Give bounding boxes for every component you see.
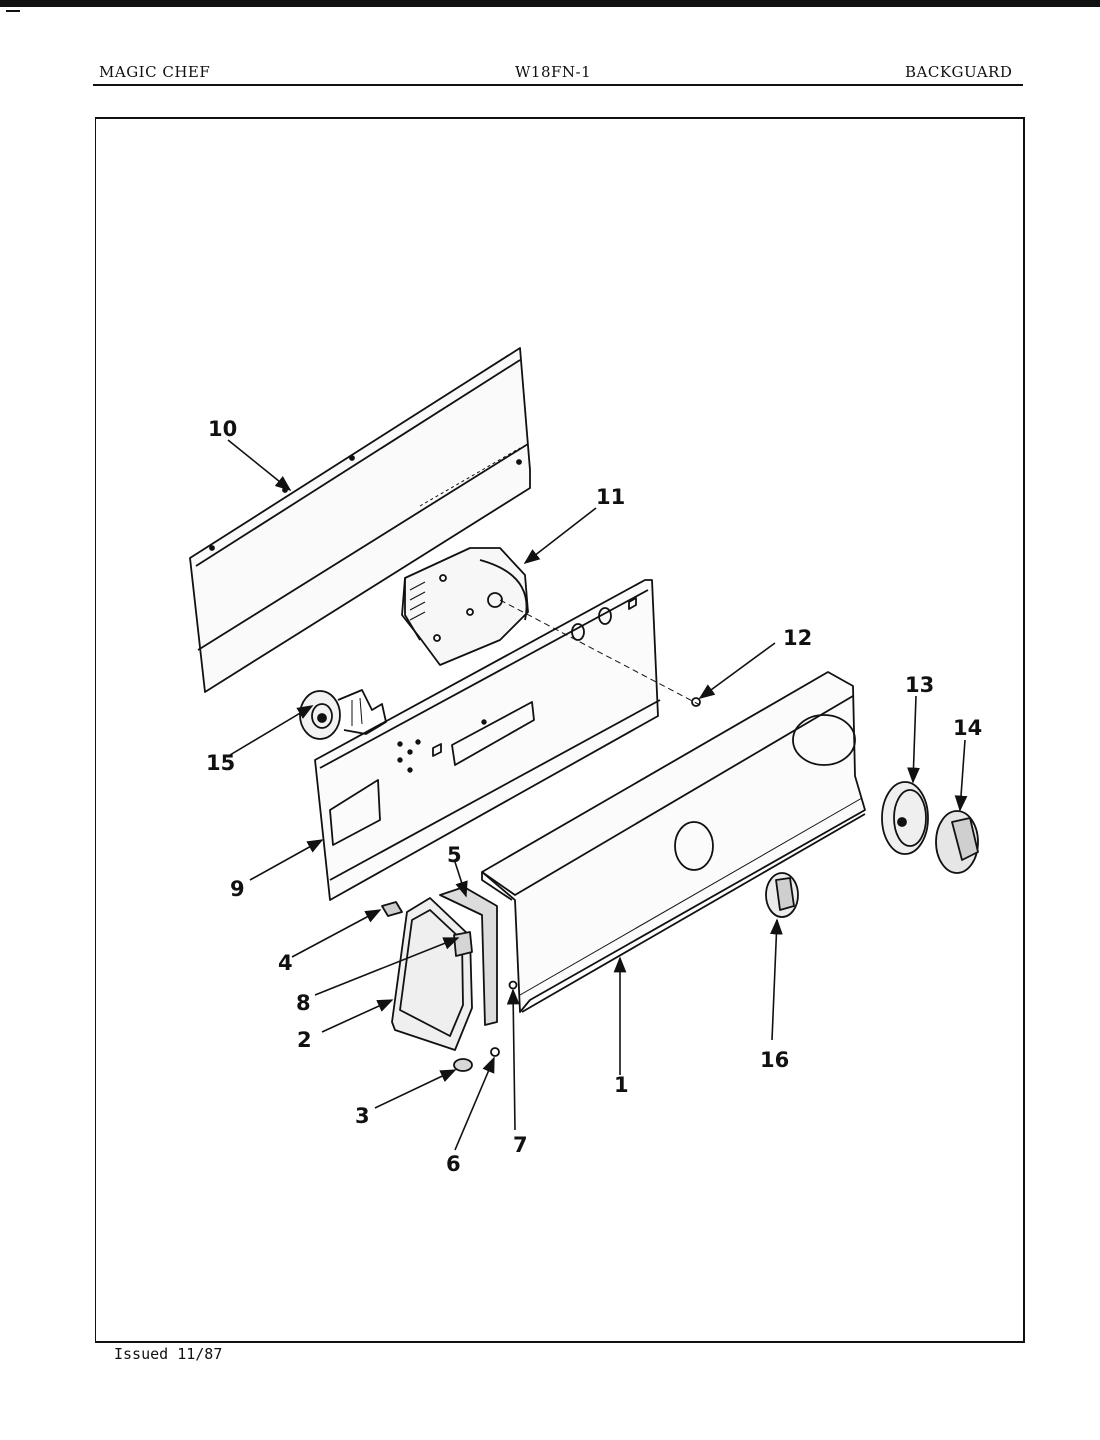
callout-4: 4	[278, 951, 293, 975]
part-11-timer	[401, 547, 529, 666]
callout-10: 10	[208, 417, 237, 441]
part-4-clip	[381, 901, 403, 917]
leader-4	[291, 909, 382, 958]
part-1-backguard-shell	[481, 671, 866, 1013]
header-brand: MAGIC CHEF	[99, 63, 211, 81]
callout-9: 9	[230, 877, 245, 901]
callout-3: 3	[355, 1104, 370, 1128]
part-2-end-cap	[391, 897, 473, 1051]
part-3-screw	[453, 1058, 473, 1072]
header-model: W18FN-1	[515, 63, 592, 81]
part-13-knob-bezel	[881, 781, 929, 855]
callout-8: 8	[296, 991, 311, 1015]
part-6-screw	[490, 1047, 500, 1057]
leader-3	[374, 1069, 457, 1109]
callout-12: 12	[783, 626, 812, 650]
callout-15: 15	[206, 751, 235, 775]
leader-9	[249, 839, 324, 881]
leader-6	[454, 1056, 495, 1151]
leader-12	[698, 642, 776, 699]
header-rule	[93, 84, 1023, 86]
callout-14: 14	[953, 716, 982, 740]
top-border-bar	[0, 0, 1100, 7]
leader-8	[314, 937, 460, 996]
callout-11: 11	[596, 485, 625, 509]
callout-2: 2	[297, 1028, 312, 1052]
leader-16	[770, 918, 783, 1041]
leader-5	[454, 861, 468, 898]
callout-13: 13	[905, 673, 934, 697]
diagram-frame	[95, 117, 1025, 1343]
leader-14	[954, 739, 968, 812]
part-12-screw	[691, 697, 701, 707]
leader-11	[523, 507, 597, 564]
callout-16: 16	[760, 1048, 789, 1072]
part-16-small-knob	[765, 872, 799, 918]
corner-tick-mark	[6, 10, 20, 12]
leader-7	[506, 988, 520, 1131]
callout-5: 5	[447, 843, 462, 867]
part-10-rear-cover-panel	[189, 347, 531, 693]
callout-1: 1	[614, 1073, 629, 1097]
part-9-control-panel	[314, 579, 701, 901]
callout-labels: 1 2 3 4 5 6 7 8 9 10 11 12 13 14 15 16	[206, 417, 982, 1176]
leader-10	[227, 439, 292, 492]
callout-7: 7	[513, 1133, 528, 1157]
leader-15	[229, 705, 314, 756]
part-8-bracket	[453, 931, 473, 957]
leader-lines	[227, 439, 968, 1151]
issued-date: Issued 11/87	[114, 1345, 223, 1363]
header-section: BACKGUARD	[905, 63, 1013, 81]
callout-6: 6	[446, 1152, 461, 1176]
part-14-knob	[935, 810, 979, 874]
leader-13	[907, 695, 920, 784]
part-7-screw	[508, 980, 518, 990]
leader-2	[321, 999, 394, 1033]
